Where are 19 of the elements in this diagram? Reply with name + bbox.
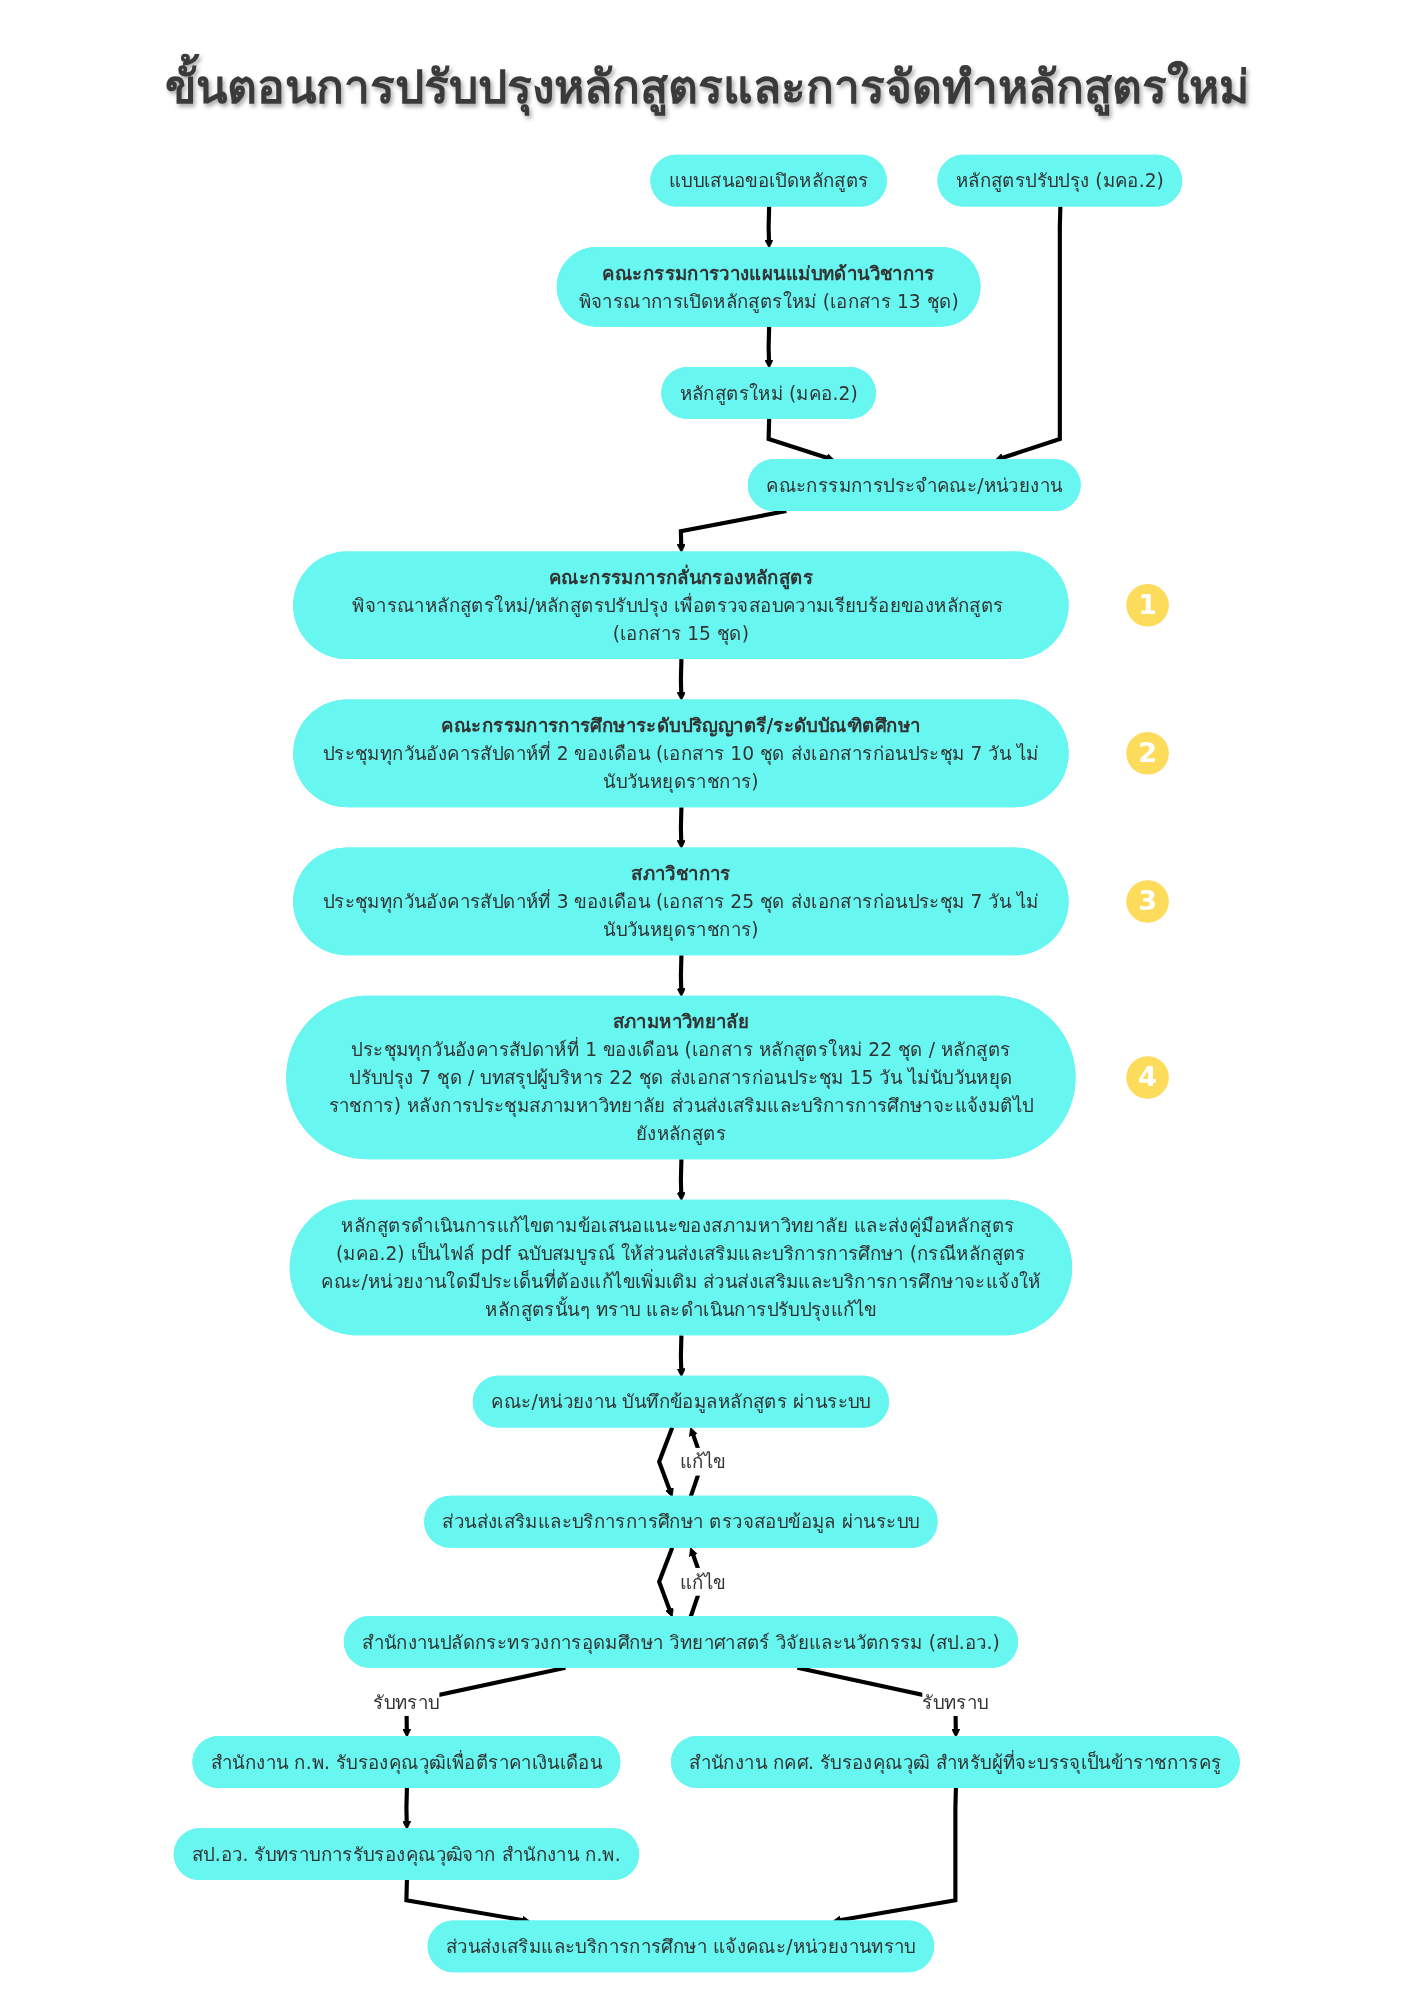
- arrow: [676, 1335, 686, 1378]
- arrow: [676, 955, 686, 998]
- edge-label: แก้ไข: [680, 1450, 726, 1473]
- title: ขั้นตอนการปรับปรุงหลักสูตรและการจัดทำหลักสูตรใหม่: [165, 50, 1249, 123]
- arrow: [676, 1159, 686, 1202]
- edge-label: แก้ไข: [680, 1570, 726, 1593]
- node-circle: 3: [1126, 880, 1170, 923]
- node-circle: 1: [1126, 583, 1170, 627]
- arrow: [764, 206, 774, 249]
- edge-label: รับทราบ: [922, 1691, 989, 1713]
- arrow: [657, 1426, 675, 1498]
- edge-label: รับทราบ: [373, 1691, 440, 1713]
- arrow: [657, 1546, 675, 1618]
- arrow: [676, 807, 686, 850]
- arrow: [764, 326, 774, 369]
- arrow: [676, 659, 686, 701]
- node-circle: 4: [1126, 1056, 1170, 1099]
- node-circle: 2: [1126, 732, 1170, 775]
- arrow: [402, 1787, 412, 1830]
